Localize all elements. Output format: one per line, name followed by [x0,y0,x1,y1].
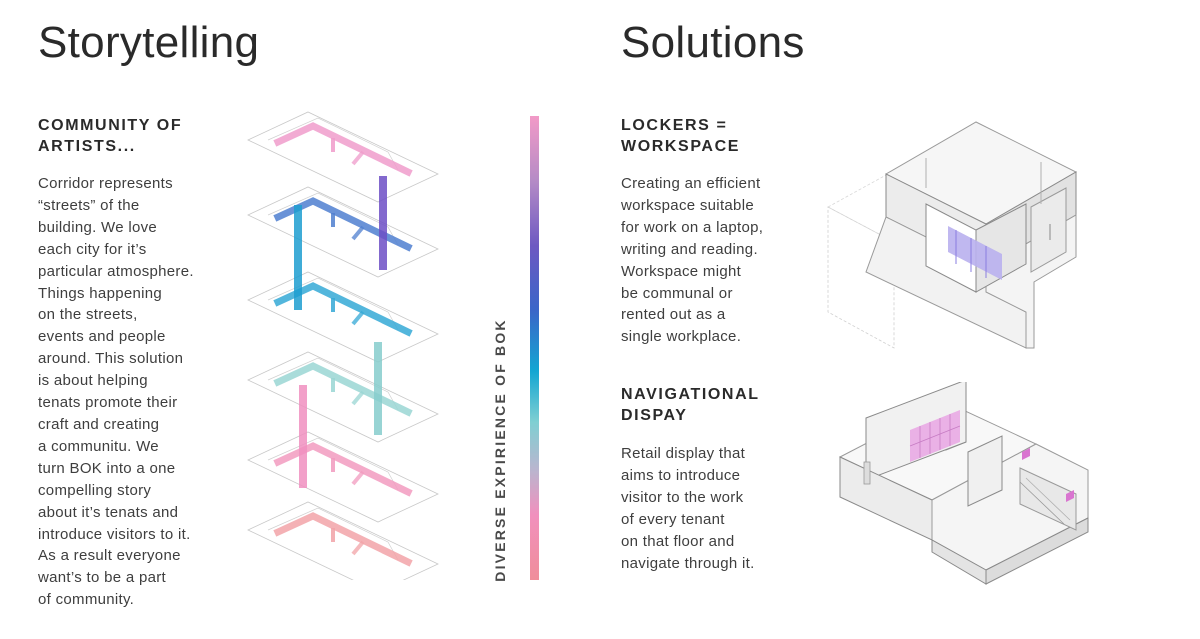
display-marker [1022,448,1030,460]
corridor-path [273,282,413,337]
floor-plate [247,186,439,278]
floor-plate [247,271,439,363]
axis-label-text: DIVERSE EXPIRIENCE OF BOK [492,318,508,582]
navigational-display-illustration [838,382,1089,585]
floor-plate [247,501,439,580]
corridor-path [273,122,413,177]
display-marker [1066,490,1074,502]
vertical-connection [379,176,387,270]
solutions-heading: Solutions [621,18,805,67]
lockers-workspace-illustration [827,121,1078,349]
vertical-connection [294,205,302,310]
lockers-body: Creating an efficient workspace suitable… [621,175,764,346]
floor-plate [247,431,439,523]
corridor-path [273,512,413,567]
floor-plate [247,351,439,443]
vertical-connection [299,385,307,488]
experience-gradient-bar [530,116,539,580]
vertical-connection [374,342,382,435]
corridor-path [273,197,413,252]
corridor-path [273,442,413,497]
locker-workspace-highlight [948,226,1002,280]
exploded-floor-diagram [247,111,439,580]
navigational-body: Retail display that aims to introduce vi… [621,445,755,572]
lockers-subheading: LOCKERS = WORKSPACE [621,117,740,155]
navigational-subheading: NAVIGATIONAL DISPAY [621,386,760,424]
community-subheading: COMMUNITY OF ARTISTS... [38,117,183,155]
storytelling-body: Corridor represents “streets” of the bui… [38,175,194,609]
storytelling-heading: Storytelling [38,18,260,67]
vertical-axis-label: DIVERSE EXPIRIENCE OF BOK [488,315,512,585]
floor-plate [247,111,439,203]
